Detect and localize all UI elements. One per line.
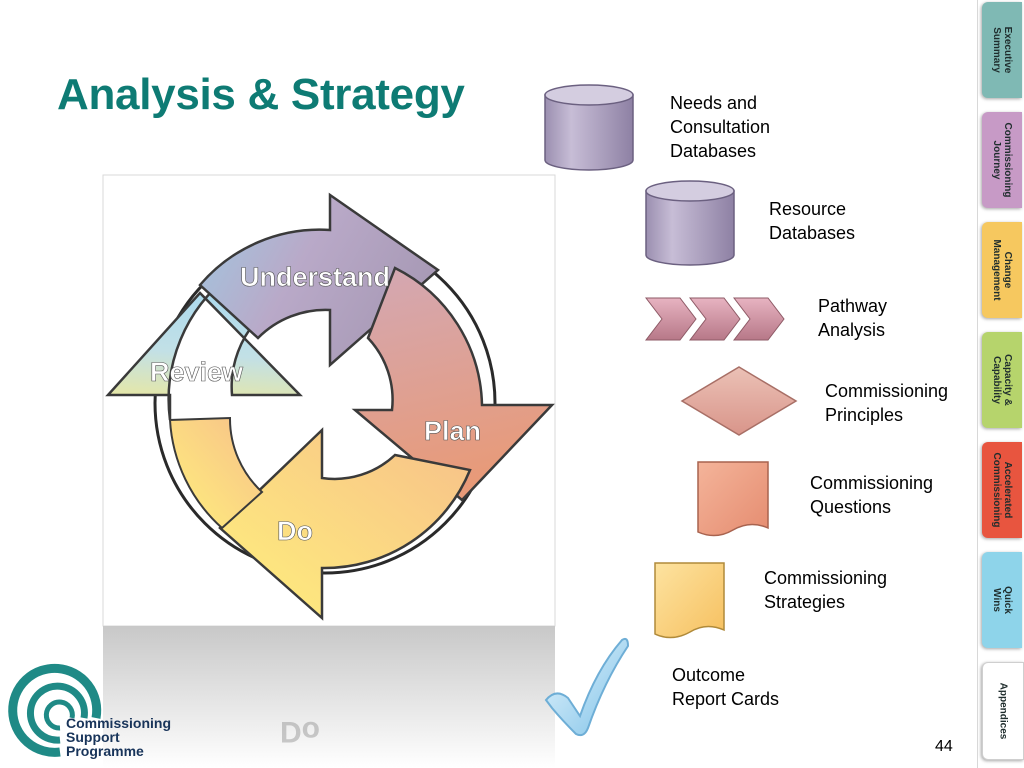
tab-label: Commissioning Journey: [991, 122, 1013, 198]
logo-text: Commissioning Support Programme: [66, 715, 172, 759]
legend-label-outcome: Outcome Report Cards: [672, 665, 780, 709]
understand-label: Understand: [240, 262, 390, 292]
tab-label: Executive Summary: [991, 26, 1013, 74]
tab-quick-wins[interactable]: Quick Wins: [982, 552, 1022, 648]
legend-label-resource: Resource Databases: [769, 199, 856, 243]
page-number: 44: [935, 738, 953, 755]
tab-change-management[interactable]: Change Management: [982, 222, 1022, 318]
plan-label: Plan: [424, 416, 481, 446]
tab-appendices[interactable]: Appendices: [982, 662, 1024, 760]
chevron-arrows-icon: [644, 297, 785, 341]
cycle-reflection: [103, 626, 555, 768]
understand-segment: [198, 192, 441, 368]
database-icon: [645, 180, 735, 266]
tab-commissioning-journey[interactable]: Commissioning Journey: [982, 112, 1022, 208]
page-title: Analysis & Strategy: [57, 70, 465, 119]
checkmark-icon: [544, 637, 630, 737]
tab-accelerated-commissioning[interactable]: Accelerated Commissioning: [982, 442, 1022, 538]
section-tabs: Executive Summary Commissioning Journey …: [977, 0, 1024, 768]
tab-label: Change Management: [991, 239, 1013, 301]
do-tail-segment: [168, 416, 264, 530]
tab-label: Capacity & Capability: [991, 354, 1013, 406]
do-label: Do: [277, 516, 313, 546]
database-icon: [544, 84, 634, 171]
document-icon: [697, 461, 769, 537]
legend-label-needs: Needs and Consultation Databases: [670, 93, 771, 161]
legend-label-principles: Commissioning Principles: [825, 381, 949, 425]
legend-label-strategies: Commissioning Strategies: [764, 568, 888, 612]
legend-label-pathway: Pathway Analysis: [818, 296, 888, 340]
tab-label: Accelerated Commissioning: [991, 452, 1013, 528]
do-reflection-text: Do: [280, 715, 320, 748]
tab-executive-summary[interactable]: Executive Summary: [982, 2, 1022, 98]
review-label: Review: [150, 357, 244, 387]
document-icon: [654, 562, 725, 639]
commissioning-support-logo-icon: [8, 663, 102, 757]
tab-capacity-capability[interactable]: Capacity & Capability: [982, 332, 1022, 428]
tab-label: Quick Wins: [991, 586, 1013, 614]
legend-label-questions: Commissioning Questions: [810, 473, 934, 517]
tab-label: Appendices: [997, 682, 1009, 740]
do-segment: [218, 427, 472, 621]
diamond-icon: [680, 366, 798, 436]
plan-segment: [351, 266, 555, 502]
